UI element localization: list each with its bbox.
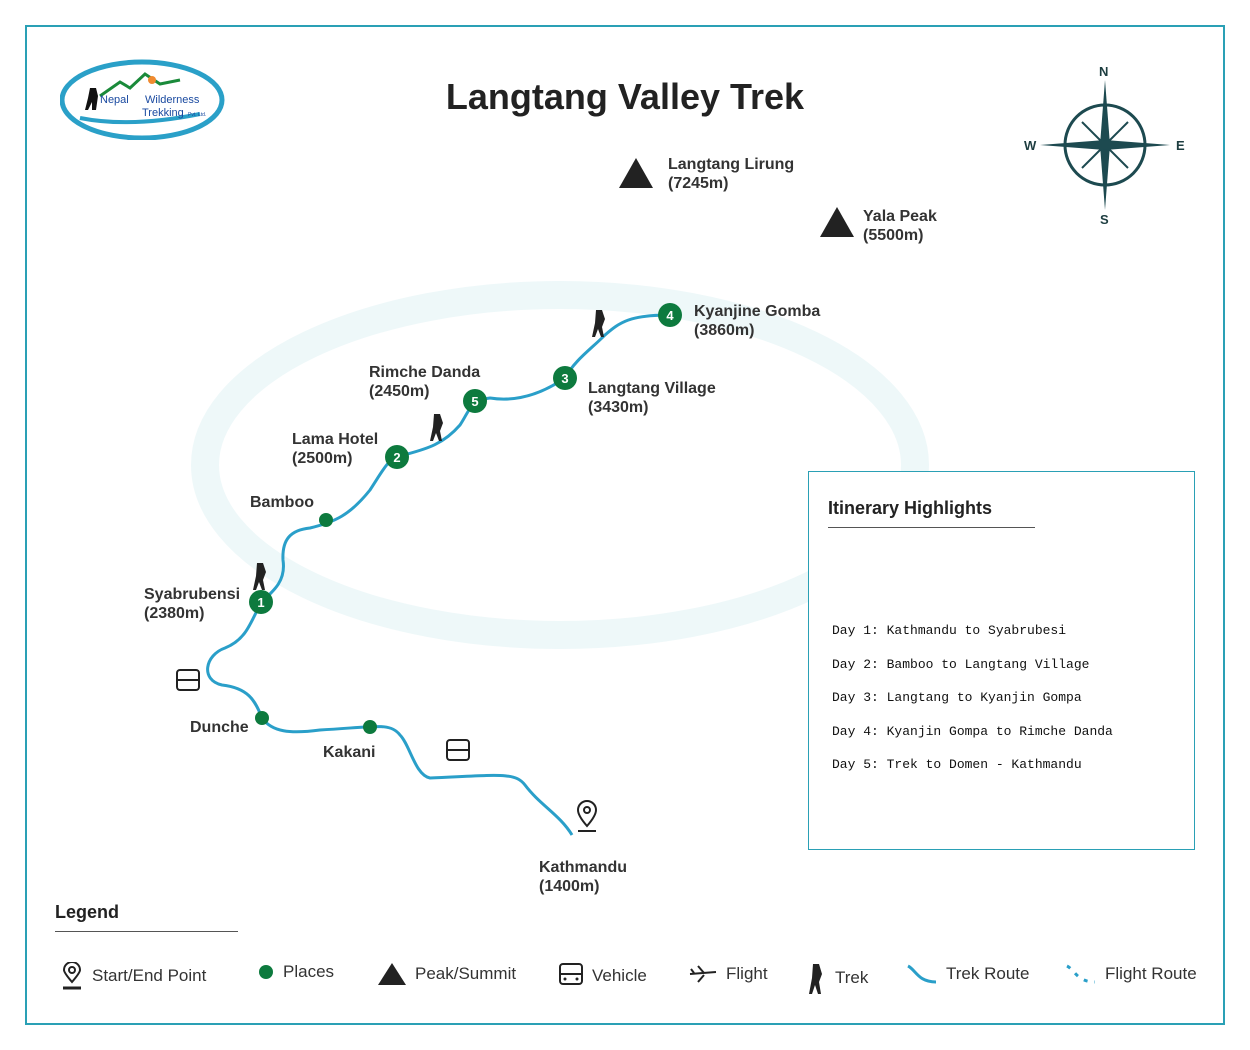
- itinerary-day: Day 3: Langtang to Kyanjin Gompa: [832, 690, 1082, 705]
- place-dot-icon: [259, 965, 273, 979]
- svg-text:Nepal: Nepal: [100, 94, 129, 106]
- place-dot-dunche: [255, 711, 269, 725]
- flight-icon: [689, 965, 717, 983]
- svg-text:5: 5: [471, 394, 478, 409]
- peak-icon: [619, 158, 653, 188]
- legend-trek-route: Trek Route: [906, 962, 1029, 986]
- place-dot-kakani: [363, 720, 377, 734]
- itinerary-day: Day 5: Trek to Domen - Kathmandu: [832, 757, 1082, 772]
- legend-places: Places: [257, 962, 334, 982]
- legend-peak: Peak/Summit: [377, 962, 516, 986]
- itinerary-day: Day 4: Kyanjin Gompa to Rimche Danda: [832, 724, 1113, 739]
- svg-text:Wilderness: Wilderness: [145, 94, 200, 106]
- peak-label-yala: Yala Peak(5500m): [863, 208, 937, 244]
- peak-icon: [820, 207, 854, 237]
- company-logo: Nepal Wilderness Trekking Pvt. Ltd.: [59, 58, 225, 141]
- peak-icon: [378, 963, 406, 985]
- itinerary-day: Day 2: Bamboo to Langtang Village: [832, 657, 1090, 672]
- svg-text:2: 2: [393, 450, 400, 465]
- place-label-kathmandu: Kathmandu(1400m): [539, 859, 627, 895]
- peak-label-langtang-lirung: Langtang Lirung(7245m): [668, 156, 795, 192]
- legend-title: Legend: [55, 902, 238, 932]
- vehicle-icon: [176, 669, 470, 761]
- place-label-rimche: Rimche Danda(2450m): [369, 364, 481, 400]
- flight-route-icon: [1066, 964, 1096, 984]
- place-label-kyanjin: Kyanjine Gomba(3860m): [694, 303, 821, 339]
- legend-flight-route: Flight Route: [1065, 962, 1197, 986]
- marker-langtang-village: [553, 366, 577, 390]
- legend-trek: Trek: [805, 962, 868, 994]
- map-frame: [25, 25, 1225, 1025]
- compass-west: W: [1024, 138, 1037, 153]
- marker-lama-hotel: [385, 445, 409, 469]
- trek-icon: [253, 310, 605, 590]
- place-label-dunche: Dunche: [190, 719, 249, 736]
- marker-kyanjin-gomba: [658, 303, 682, 327]
- itinerary-panel: Itinerary Highlights Day 1: Kathmandu to…: [808, 471, 1195, 850]
- vehicle-icon: [559, 963, 583, 985]
- svg-text:1: 1: [257, 595, 264, 610]
- page-title: Langtang Valley Trek: [445, 76, 805, 117]
- legend-vehicle: Vehicle: [558, 962, 647, 990]
- watermark-logo: [191, 281, 929, 649]
- trek-icon: [809, 964, 822, 994]
- compass-north: N: [1099, 64, 1109, 79]
- place-label-kakani: Kakani: [323, 744, 376, 761]
- itinerary-title: Itinerary Highlights: [828, 498, 1035, 528]
- legend-flight: Flight: [688, 962, 768, 986]
- marker-rimche-danda: [463, 389, 487, 413]
- trek-route: [206, 313, 671, 836]
- place-label-langtang: Langtang Village(3430m): [588, 380, 716, 416]
- start-end-pin-icon: [576, 800, 598, 832]
- compass-south: S: [1100, 212, 1109, 227]
- place-dot-bamboo: [319, 513, 333, 527]
- place-label-syabrubensi: Syabrubensi(2380m): [144, 586, 241, 622]
- trek-route-icon: [907, 964, 937, 984]
- marker-syabrubensi: [249, 590, 273, 614]
- svg-text:Trekking: Trekking: [142, 107, 184, 119]
- compass-rose: N S E W: [1010, 60, 1200, 230]
- itinerary-day: Day 1: Kathmandu to Syabrubesi: [832, 623, 1067, 638]
- pin-icon: [62, 962, 82, 990]
- place-label-lama: Lama Hotel(2500m): [292, 431, 379, 467]
- legend-start-end: Start/End Point: [60, 962, 206, 990]
- compass-east: E: [1176, 138, 1185, 153]
- svg-text:4: 4: [666, 308, 674, 323]
- place-label-bamboo: Bamboo: [250, 494, 314, 511]
- svg-text:Pvt. Ltd.: Pvt. Ltd.: [188, 112, 206, 118]
- svg-text:3: 3: [561, 371, 568, 386]
